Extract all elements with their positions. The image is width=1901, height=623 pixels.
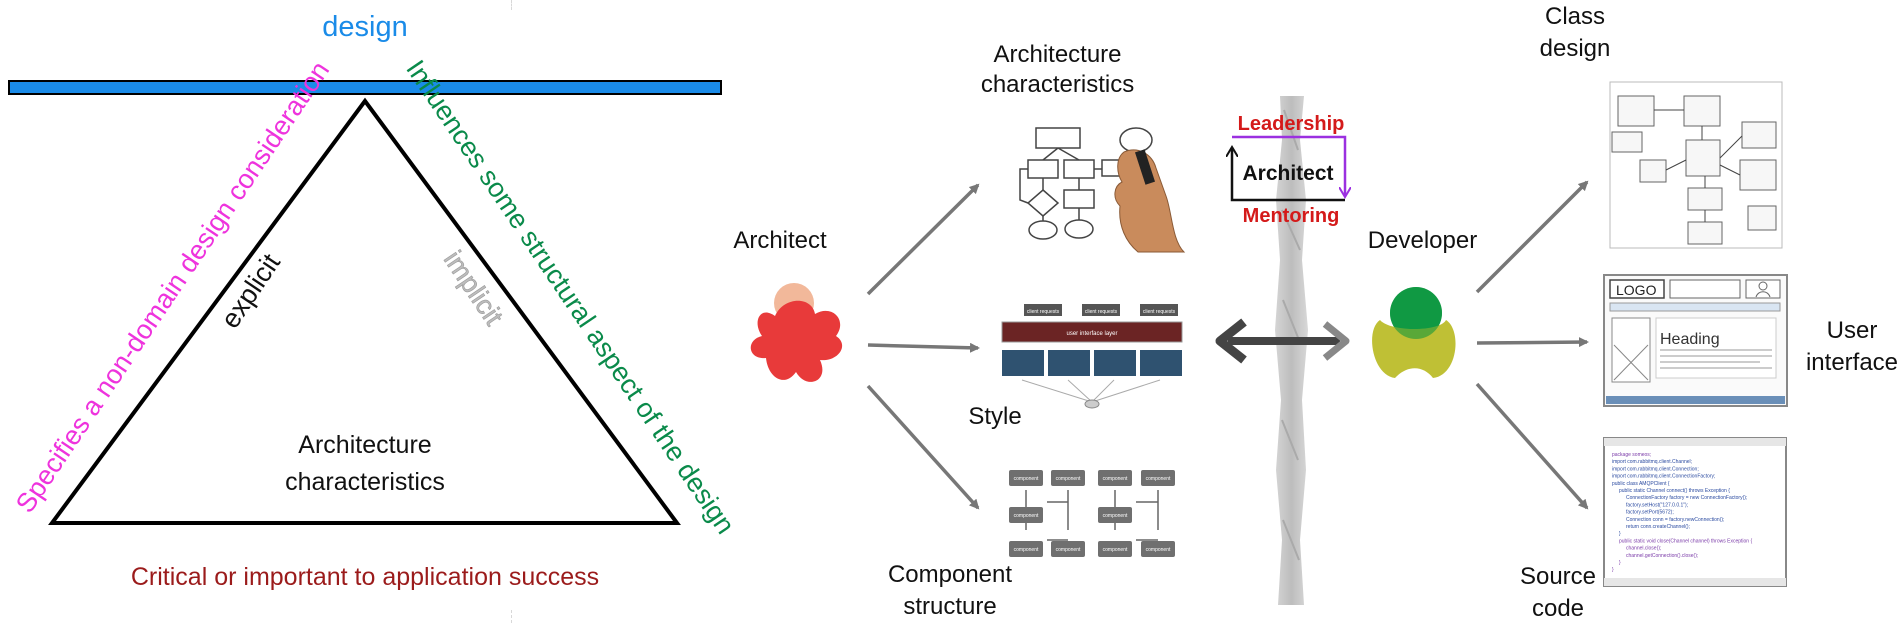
component-box-label: component: [1014, 513, 1039, 519]
component-box: [1141, 470, 1175, 486]
code-line: }: [1612, 567, 1614, 573]
user-interface-label-line2: interface: [1805, 349, 1899, 376]
style-image: [1001, 304, 1183, 409]
arrow-to-user-interface: [1476, 337, 1589, 348]
ui-logo-text: LOGO: [1616, 282, 1657, 298]
style-layer-text: user interface layer: [1066, 331, 1117, 337]
ui-mockup-image: [1603, 274, 1788, 407]
source-code-label-line1: Source: [1519, 563, 1597, 590]
bottom-label: Critical or important to application suc…: [130, 563, 600, 591]
style-label: Style: [968, 403, 1022, 430]
code-line: channel.close();: [1626, 546, 1661, 552]
ui-heading-text: Heading: [1660, 331, 1720, 348]
design-label: design: [322, 11, 408, 43]
architecture-triangle: [48, 97, 681, 525]
code-line: public static Channel connect() throws E…: [1619, 488, 1730, 494]
arrow-to-style: [867, 342, 980, 353]
arch-characteristics-label-line1: Architecture: [993, 41, 1122, 68]
arrow-to-class-design: [1475, 180, 1589, 294]
arrow-to-source-code: [1475, 382, 1589, 510]
code-line: ConnectionFactory factory = new Connecti…: [1626, 495, 1747, 501]
architect-figure: [750, 300, 843, 382]
cycle-leadership-line: [1232, 135, 1345, 196]
cycle-mentoring-line: [1232, 148, 1345, 202]
component-box-label: component: [1103, 513, 1128, 519]
arch-characteristics-label-line2: characteristics: [980, 71, 1135, 98]
panel-separator-bottom: [511, 610, 512, 623]
cycle-architect-label: Architect: [1242, 162, 1334, 185]
code-line: channel.getConnection().close();: [1626, 553, 1698, 559]
class-design-label-line1: Class: [1544, 3, 1605, 30]
component-box: [1051, 541, 1085, 557]
component-box: [1098, 541, 1132, 557]
code-line: }: [1619, 531, 1621, 537]
triangle-center-label-line2: characteristics: [285, 468, 445, 496]
component-box-label: component: [1146, 547, 1171, 553]
cycle-leadership-label: Leadership: [1237, 113, 1345, 135]
code-line: factory.setPort(5672);: [1626, 510, 1674, 516]
component-box: [1009, 507, 1043, 523]
style-top-box-text: client requests: [1027, 309, 1060, 315]
code-line: import com.rabbitmq.client.Channel;: [1612, 459, 1692, 465]
component-box-label: component: [1056, 476, 1081, 482]
component-box: [1098, 470, 1132, 486]
developer-body: [1372, 320, 1456, 378]
arrow-to-arch-characteristics: [866, 183, 980, 296]
component-box-label: component: [1103, 547, 1128, 553]
code-line: public static void close(Channel channel…: [1619, 538, 1752, 544]
code-line: factory.setHost("127.0.0.1");: [1626, 502, 1688, 508]
communication-wall: [1275, 96, 1308, 605]
component-box-label: component: [1014, 476, 1039, 482]
developer-label: Developer: [1367, 227, 1478, 254]
source-code-image: [1603, 437, 1787, 587]
code-line: Connection conn = factory.newConnection(…: [1626, 517, 1724, 523]
code-line: import com.rabbitmq.client.ConnectionFac…: [1612, 474, 1715, 480]
user-interface-label-line1: User: [1826, 317, 1878, 344]
class-design-label-line2: design: [1539, 35, 1611, 62]
class-design-image: [1609, 81, 1783, 249]
component-box: [1009, 470, 1043, 486]
code-line: package someos;: [1612, 452, 1651, 458]
component-box-label: component: [1056, 547, 1081, 553]
hand-drawing-icon: [1114, 149, 1186, 253]
arch-characteristics-image: [1019, 127, 1153, 240]
code-line: }: [1619, 560, 1621, 566]
style-top-box-text: client requests: [1085, 309, 1118, 315]
component-box: [1051, 470, 1085, 486]
component-box-label: component: [1103, 476, 1128, 482]
component-box-label: component: [1146, 476, 1171, 482]
code-line: public class AMQPClient {: [1612, 481, 1670, 487]
arrow-to-component: [866, 384, 980, 510]
code-line: return conn.createChannel();: [1626, 524, 1690, 530]
cycle-mentoring-label: Mentoring: [1242, 205, 1340, 227]
component-box-label: component: [1014, 547, 1039, 553]
panel-separator-top: [511, 0, 512, 10]
style-top-box-text: client requests: [1143, 309, 1176, 315]
triangle-center-label-line1: Architecture: [298, 431, 432, 459]
component-structure-label-line2: structure: [903, 593, 997, 620]
component-box: [1098, 507, 1132, 523]
component-structure-label-line1: Component: [887, 561, 1013, 588]
code-line: import com.rabbitmq.client.Connection;: [1612, 466, 1699, 472]
component-box: [1009, 541, 1043, 557]
architect-label: Architect: [733, 227, 827, 254]
design-bar: [8, 80, 722, 95]
component-box: [1141, 541, 1175, 557]
source-code-label-line2: code: [1531, 595, 1585, 622]
